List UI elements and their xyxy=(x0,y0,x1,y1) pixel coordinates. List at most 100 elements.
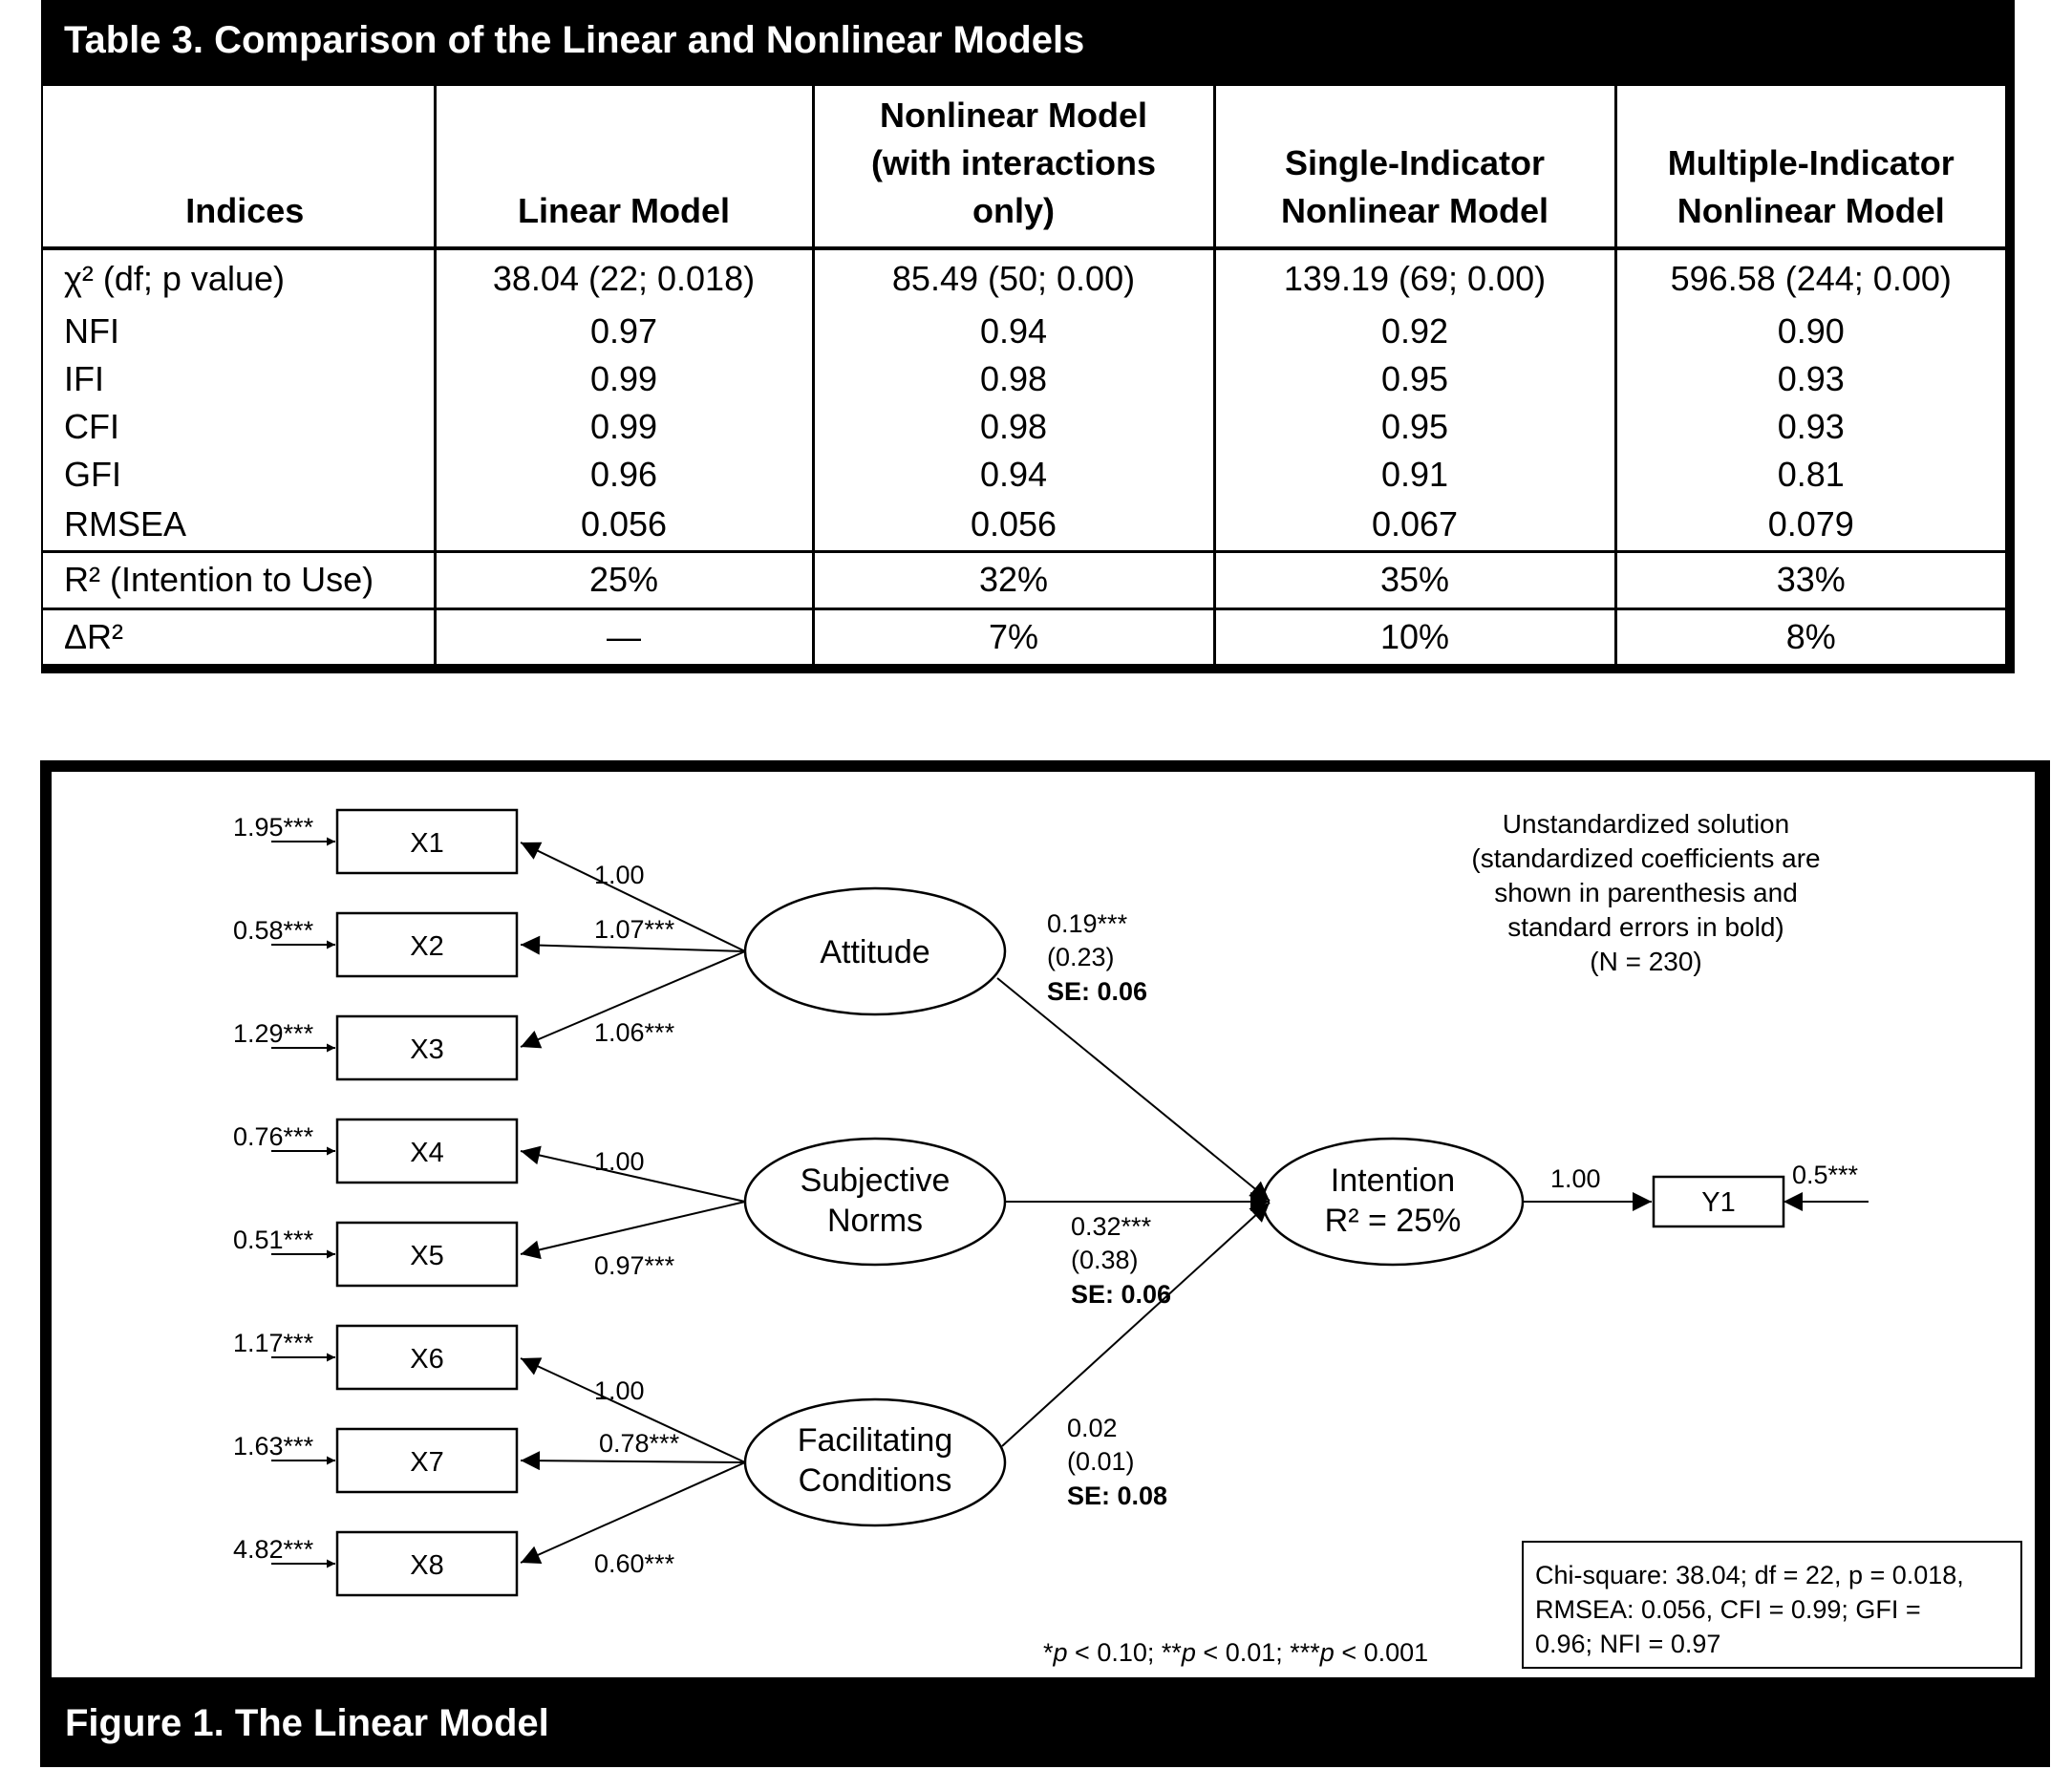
loading-label-x1: 1.00 xyxy=(594,861,645,889)
fit-statistics-text: Chi-square: 38.04; df = 22, p = 0.018, R… xyxy=(1535,1561,1964,1658)
sig-part: < 0.01; *** xyxy=(1196,1638,1320,1667)
indicator-box-x3 xyxy=(335,1014,519,1081)
cell: 0.95 xyxy=(1212,355,1615,403)
indicator-label-x6: X6 xyxy=(410,1344,443,1375)
loading-arrow-x7 xyxy=(520,1451,746,1471)
cell: 0.99 xyxy=(433,403,813,451)
cell: 0.079 xyxy=(1613,499,2005,551)
path-coefficient-labels: 0.19*** (0.23) SE: 0.06 0.32*** (0.38) S… xyxy=(1047,909,1171,1510)
construct-label-facilitating: Facilitating xyxy=(798,1422,953,1459)
indicator-labels: X1 X2 X3 X4 X5 X6 X7 X8 xyxy=(410,828,443,1581)
construct-ellipses xyxy=(743,886,1525,1527)
construct-intention xyxy=(1261,1137,1525,1267)
indicator-label-x8: X8 xyxy=(410,1550,443,1581)
cell: 0.99 xyxy=(433,355,813,403)
cell: 85.49 (50; 0.00) xyxy=(811,248,1214,308)
table-row: RMSEA 0.056 0.056 0.067 0.079 xyxy=(43,499,2005,551)
fit-line: Chi-square: 38.04; df = 22, p = 0.018, xyxy=(1535,1561,1964,1589)
cell: 8% xyxy=(1613,607,2005,664)
loading-label-x7: 0.78*** xyxy=(599,1429,680,1458)
note-line: (N = 230) xyxy=(1590,947,1702,976)
indicator-box-x4 xyxy=(335,1118,519,1184)
row-label: CFI xyxy=(64,407,119,446)
cell: — xyxy=(433,607,813,664)
construct-facilitating-conditions xyxy=(743,1397,1007,1527)
loading-arrow-x2 xyxy=(520,935,746,955)
construct-subjective-norms xyxy=(743,1137,1007,1267)
construct-label-r-squared: R² = 25% xyxy=(1325,1203,1462,1239)
construct-label-attitude: Attitude xyxy=(820,934,929,970)
note-line: standard errors in bold) xyxy=(1507,912,1784,942)
construct-labels: Attitude Subjective Norms Facilitating C… xyxy=(798,934,1462,1499)
cell: 0.97 xyxy=(433,308,813,355)
error-label-y1: 0.5*** xyxy=(1792,1161,1859,1189)
row-label: GFI xyxy=(64,455,121,494)
error-label-x5: 0.51*** xyxy=(233,1226,314,1254)
cell: 0.067 xyxy=(1212,499,1615,551)
table-row: GFI 0.96 0.94 0.91 0.81 xyxy=(43,451,2005,499)
cell: 0.81 xyxy=(1613,451,2005,499)
row-label: R² (Intention to Use) xyxy=(43,549,435,608)
loading-label-x5: 0.97*** xyxy=(594,1251,675,1280)
construct-attitude xyxy=(743,886,1007,1016)
row-label: NFI xyxy=(64,311,119,351)
cell: 0.93 xyxy=(1613,403,2005,451)
cell: 0.98 xyxy=(811,355,1214,403)
note-line: shown in parenthesis and xyxy=(1494,878,1798,907)
coef-facilitating: 0.02 xyxy=(1067,1414,1118,1442)
loading-label-x4: 1.00 xyxy=(594,1147,645,1176)
cell: 0.056 xyxy=(433,499,813,551)
fit-line: 0.96; NFI = 0.97 xyxy=(1535,1630,1720,1658)
indicator-label-x4: X4 xyxy=(410,1138,443,1168)
cell: 0.056 xyxy=(811,499,1214,551)
indicator-box-x1 xyxy=(335,808,519,875)
coef-norms: 0.32*** xyxy=(1071,1212,1152,1241)
error-label-x4: 0.76*** xyxy=(233,1122,314,1151)
se-attitude: SE: 0.06 xyxy=(1047,977,1147,1006)
table-3: Table 3. Comparison of the Linear and No… xyxy=(41,0,2015,673)
indicator-label-x2: X2 xyxy=(410,931,443,962)
loading-label-x2: 1.07*** xyxy=(594,915,675,944)
cell: 0.98 xyxy=(811,403,1214,451)
loading-label-y1: 1.00 xyxy=(1550,1164,1601,1193)
header-linear-model: Linear Model xyxy=(433,86,813,250)
loading-arrow-x4 xyxy=(520,1145,746,1203)
row-label: RMSEA xyxy=(64,503,187,544)
cell: 38.04 (22; 0.018) xyxy=(433,248,813,308)
cell: 0.94 xyxy=(811,451,1214,499)
std-facilitating: (0.01) xyxy=(1067,1447,1135,1476)
indicator-label-x5: X5 xyxy=(410,1241,443,1271)
row-label: χ² (df; p value) xyxy=(64,259,285,298)
fit-line: RMSEA: 0.056, CFI = 0.99; GFI = xyxy=(1535,1595,1921,1624)
loading-label-x3: 1.06*** xyxy=(594,1018,675,1047)
fit-statistics-box xyxy=(1522,1541,2022,1669)
loading-arrow-x1 xyxy=(520,842,746,952)
comparison-table: Indices Linear Model Nonlinear Model(wit… xyxy=(43,86,2005,664)
construct-label-subjective: Subjective xyxy=(801,1162,951,1199)
table-row: NFI 0.97 0.94 0.92 0.90 xyxy=(43,308,2005,355)
construct-label-conditions: Conditions xyxy=(799,1462,952,1499)
structural-paths xyxy=(996,977,1869,1447)
cell: 0.95 xyxy=(1212,403,1615,451)
row-label: ΔR² xyxy=(43,607,435,664)
table-row: R² (Intention to Use) 25% 32% 35% 33% xyxy=(43,549,2005,608)
se-facilitating: SE: 0.08 xyxy=(1067,1482,1167,1510)
indicator-box-x7 xyxy=(335,1427,519,1494)
indicator-label-x3: X3 xyxy=(410,1034,443,1065)
path-attitude-intention xyxy=(996,977,1271,1202)
error-label-x3: 1.29*** xyxy=(233,1019,314,1048)
cell: 7% xyxy=(811,607,1214,664)
error-label-x8: 4.82*** xyxy=(233,1535,314,1564)
sig-part: p xyxy=(1319,1638,1335,1667)
path-facilitating-intention xyxy=(1001,1202,1271,1447)
significance-note: *p < 0.10; **p < 0.01; ***p < 0.001 xyxy=(1043,1638,1428,1667)
indicator-box-x8 xyxy=(335,1530,519,1597)
loading-arrow-x6 xyxy=(520,1357,746,1463)
loading-arrows xyxy=(520,842,746,1564)
table-title: Table 3. Comparison of the Linear and No… xyxy=(64,19,1085,61)
table-row: ΔR² — 7% 10% 8% xyxy=(43,607,2005,664)
cell: 33% xyxy=(1613,549,2005,608)
error-label-x6: 1.17*** xyxy=(233,1329,314,1357)
